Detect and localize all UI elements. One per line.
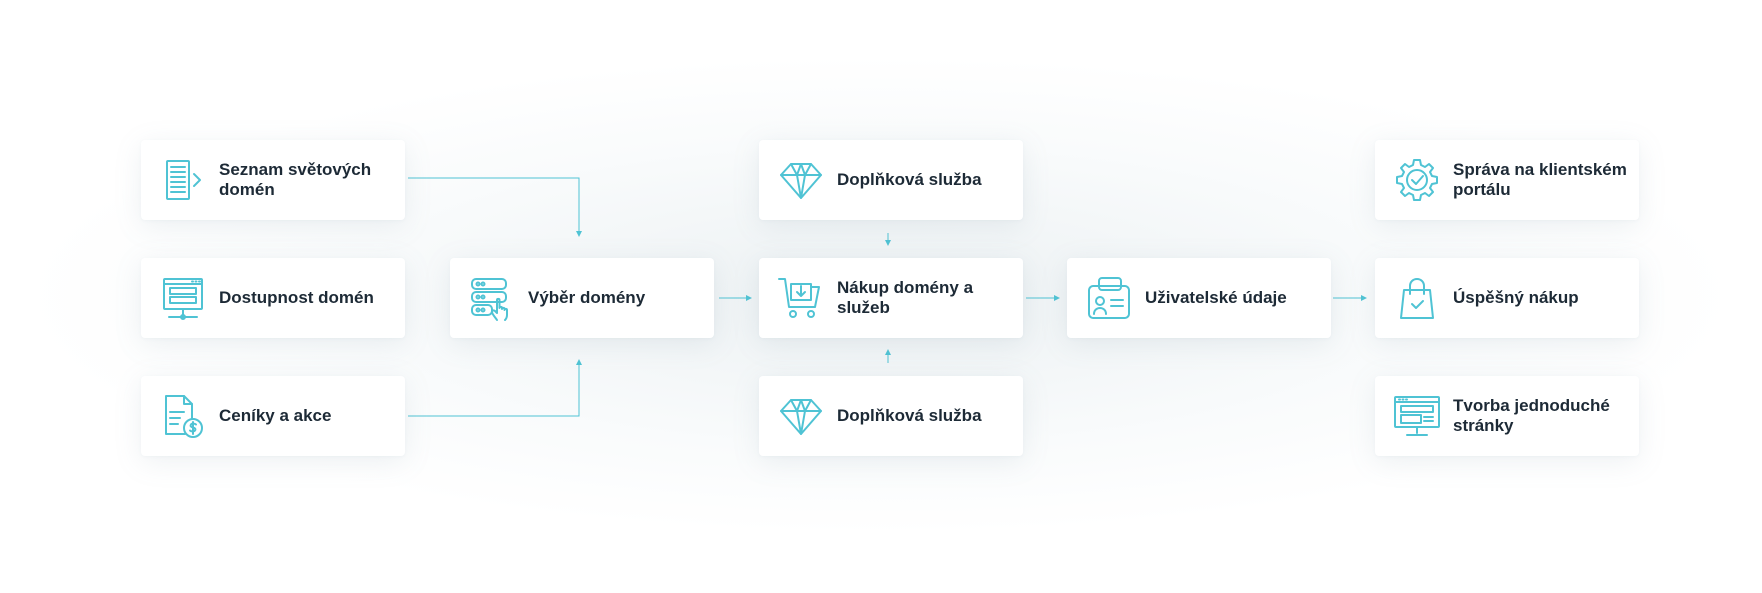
step-label: Ceníky a akce — [219, 406, 332, 425]
step-label: Uživatelské údaje — [1145, 288, 1287, 307]
step-doplnkova-sluzba-top: Doplňková služba — [759, 140, 1023, 220]
step-sprava-na-klientskem-portalu: Správa na klientském portálu — [1375, 140, 1639, 220]
step-label: Nákup domény a služeb — [837, 278, 974, 317]
step-tvorba-jednoduche-stranky: Tvorba jednoduché stránky — [1375, 376, 1639, 456]
step-label: Tvorba jednoduché stránky — [1453, 396, 1610, 435]
step-vyber-domeny: Výběr domény — [450, 258, 714, 338]
step-seznam-svetovych-domen: Seznam světových domén — [141, 140, 405, 220]
step-label: Doplňková služba — [837, 170, 982, 189]
step-doplnkova-sluzba-bottom: Doplňková služba — [759, 376, 1023, 456]
step-label: Správa na klientském portálu — [1453, 160, 1627, 199]
step-uzivatelske-udaje: Uživatelské údaje — [1067, 258, 1331, 338]
connector-ceniky-to-vyber — [408, 359, 582, 417]
step-dostupnost-domen: Dostupnost domén — [141, 258, 405, 338]
gear-check-icon — [1393, 156, 1441, 204]
step-label: Úspěšný nákup — [1453, 288, 1579, 307]
id-card-folder-icon — [1085, 274, 1133, 322]
step-label: Výběr domény — [528, 288, 646, 307]
website-monitor-icon — [1393, 392, 1441, 440]
connector-seznam-to-vyber — [408, 177, 582, 237]
diamond-icon — [777, 156, 825, 204]
step-label: Doplňková služba — [837, 406, 982, 425]
step-nakup-domeny-a-sluzeb: Nákup domény a služeb — [759, 258, 1023, 338]
shopping-bag-check-icon — [1393, 274, 1441, 322]
sitemap-browser-icon — [159, 274, 207, 322]
step-label: Dostupnost domén — [219, 288, 374, 307]
step-uspesny-nakup: Úspěšný nákup — [1375, 258, 1639, 338]
server-select-hand-icon — [468, 274, 516, 322]
document-list-icon — [159, 156, 207, 204]
step-ceniky-a-akce: Ceníky a akce — [141, 376, 405, 456]
shopping-cart-icon — [777, 274, 825, 322]
step-label: Seznam světových domén — [219, 160, 372, 199]
diamond-icon — [777, 392, 825, 440]
price-document-icon — [159, 392, 207, 440]
